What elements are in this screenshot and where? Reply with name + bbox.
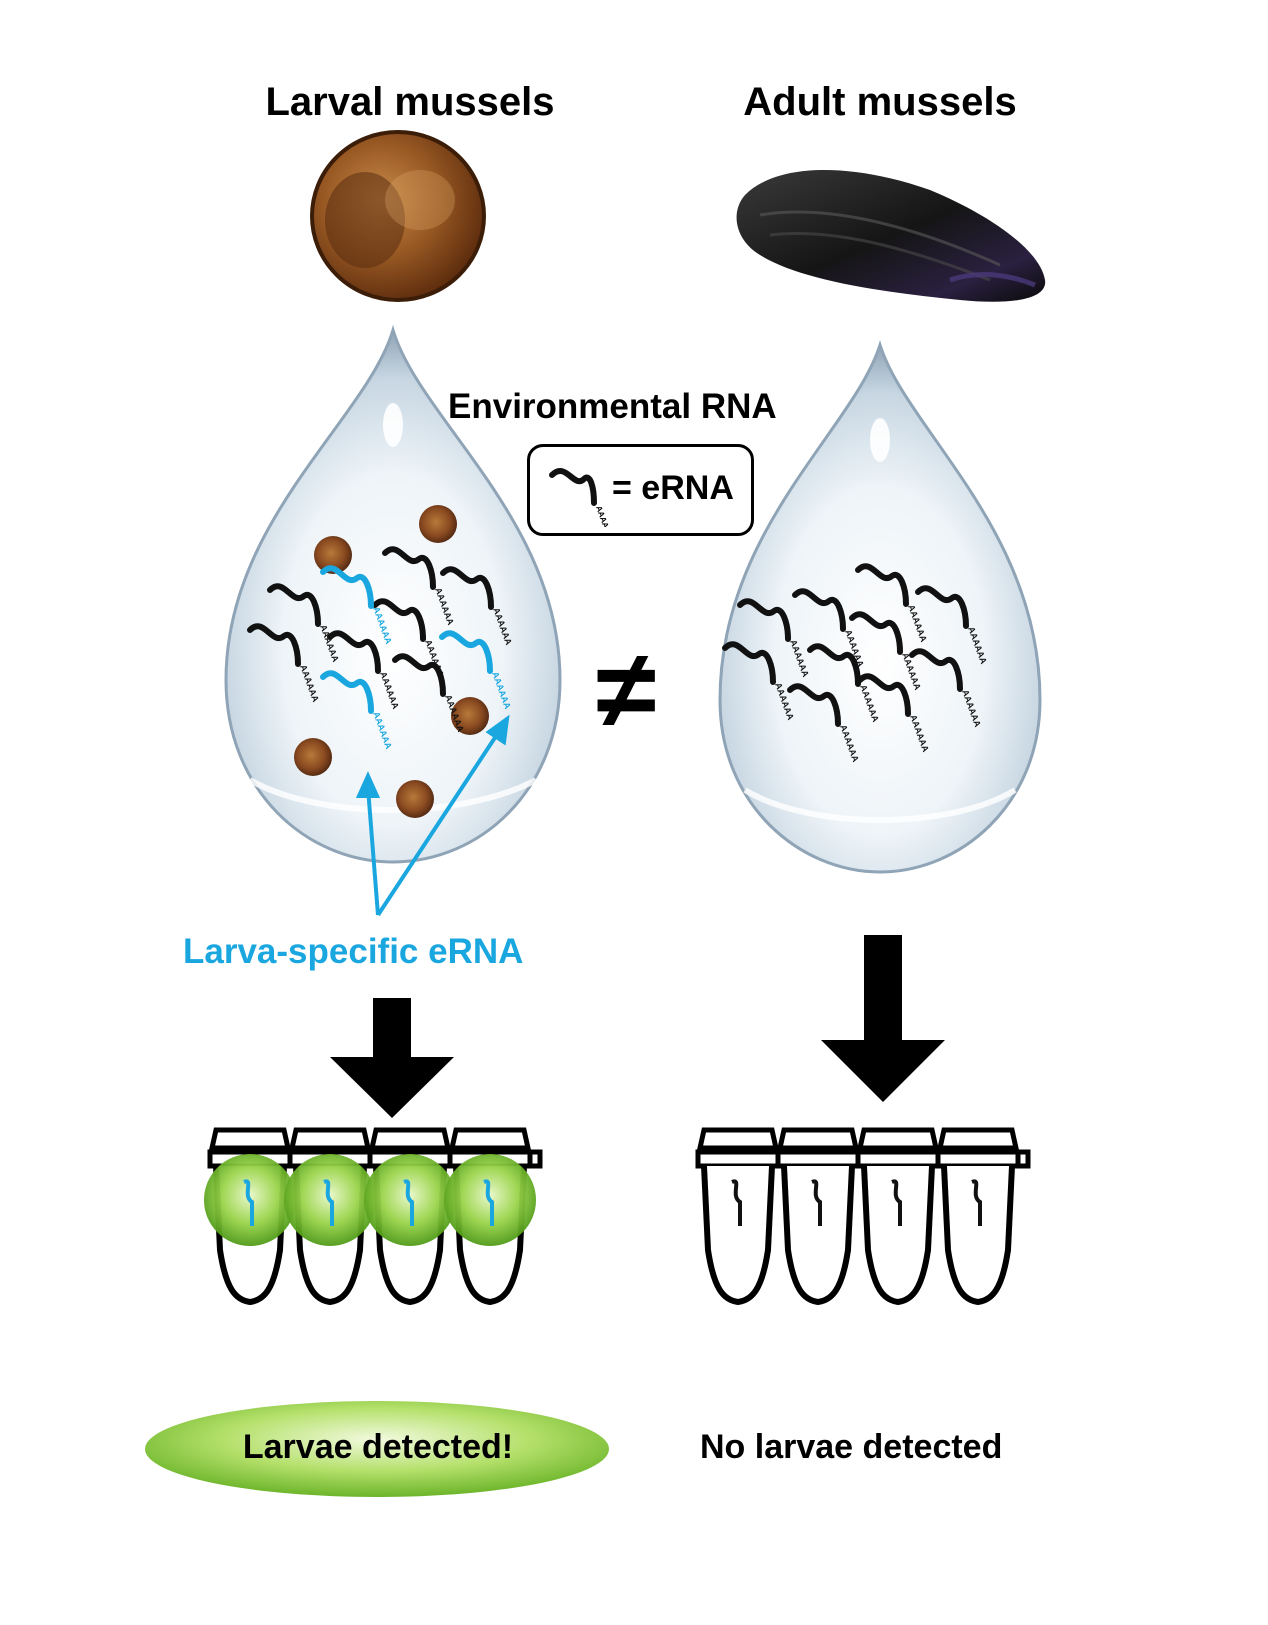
pcr-tube [695, 1127, 781, 1306]
pcr-tube [775, 1127, 861, 1306]
pcr-tube [204, 1127, 296, 1306]
not-equal-sign: ≠ [596, 628, 657, 751]
larval-mussels-title: Larval mussels [265, 80, 555, 124]
pcr-tube [364, 1127, 456, 1306]
legend-text: = eRNA [612, 469, 734, 507]
larva-specific-arrows [355, 714, 510, 917]
right-down-arrow [821, 935, 945, 1102]
left-pcr-tube-strip [204, 1127, 543, 1306]
rna-in-tube [243, 1179, 254, 1226]
rna-in-tube [483, 1179, 494, 1226]
rna-in-tube [891, 1179, 902, 1226]
adult-mussels-title: Adult mussels [743, 80, 1017, 124]
pcr-tube [855, 1127, 941, 1306]
right-water-droplet [718, 340, 1042, 874]
rna-in-tube [971, 1179, 982, 1226]
pcr-tube [444, 1127, 536, 1306]
pcr-tube [935, 1127, 1021, 1306]
larvae-detected-label: Larvae detected! [242, 1428, 514, 1466]
no-larvae-detected-label: No larvae detected [700, 1428, 1003, 1466]
adult-mussel-image [736, 170, 1046, 302]
left-down-arrow [330, 998, 454, 1118]
detected-oval [145, 1401, 609, 1497]
larvae-in-droplet [294, 505, 489, 818]
larval-mussel-image [310, 130, 486, 302]
right-pcr-tube-strip [695, 1127, 1031, 1306]
pcr-tube [284, 1127, 376, 1306]
rna-in-tube [403, 1179, 414, 1226]
environmental-rna-label: Environmental RNA [448, 387, 777, 426]
legend-rna-icon: AAAAAA [549, 468, 614, 527]
larva-specific-erna-label: Larva-specific eRNA [183, 932, 524, 971]
rna-in-tube [811, 1179, 822, 1226]
rna-in-tube [731, 1179, 742, 1226]
erna-legend: AAAAAA = eRNA [527, 444, 754, 536]
rna-in-tube [323, 1179, 334, 1226]
